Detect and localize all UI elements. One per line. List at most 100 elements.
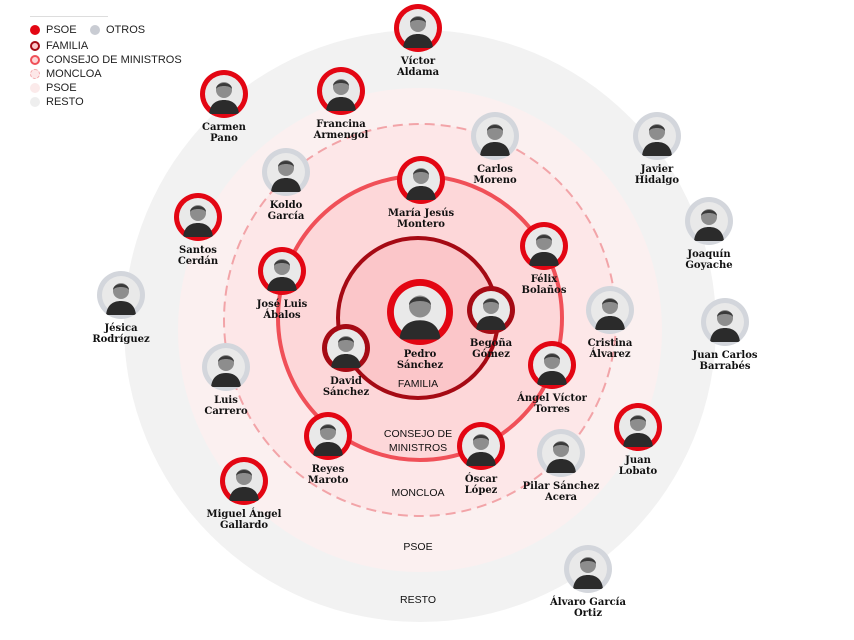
person-silhouette-icon — [542, 434, 580, 473]
legend-label-consejo: CONSEJO DE MINISTROS — [46, 54, 182, 66]
portrait-avatar — [387, 279, 453, 345]
person-silhouette-icon — [399, 9, 437, 48]
legend-label-familia: FAMILIA — [46, 40, 89, 52]
person-silhouette-icon — [225, 462, 263, 501]
legend-label-moncloa: MONCLOA — [46, 68, 102, 80]
legend-item-familia: FAMILIA — [30, 40, 88, 52]
moncloa-swatch-icon — [30, 69, 40, 79]
portrait-avatar — [633, 112, 681, 160]
person-silhouette-icon — [472, 291, 510, 330]
person-silhouette-icon — [179, 198, 217, 237]
person-silhouette-icon — [393, 285, 447, 340]
legend-item-psoe-zone: PSOE — [30, 82, 77, 94]
otros-swatch-icon — [90, 25, 100, 35]
portrait-avatar — [520, 222, 568, 270]
person-silhouette-icon — [102, 276, 140, 315]
portrait-avatar — [200, 70, 248, 118]
portrait-avatar — [614, 403, 662, 451]
legend-label-psoe-zone: PSOE — [46, 82, 77, 94]
portrait-avatar — [322, 324, 370, 372]
portrait-avatar — [586, 286, 634, 334]
portrait-avatar — [394, 4, 442, 52]
person-silhouette-icon — [525, 227, 563, 266]
legend-item-psoe: PSOE — [30, 24, 77, 36]
person-silhouette-icon — [267, 153, 305, 192]
person-silhouette-icon — [619, 408, 657, 447]
legend-item-moncloa: MONCLOA — [30, 68, 102, 80]
person-silhouette-icon — [533, 346, 571, 385]
legend-rule — [30, 16, 108, 17]
person-silhouette-icon — [322, 72, 360, 111]
person-silhouette-icon — [476, 117, 514, 156]
portrait-avatar — [564, 545, 612, 593]
legend-label-psoe: PSOE — [46, 24, 77, 36]
person-silhouette-icon — [569, 550, 607, 589]
person-silhouette-icon — [462, 427, 500, 466]
person-silhouette-icon — [309, 417, 347, 456]
portrait-avatar — [528, 341, 576, 389]
person-silhouette-icon — [638, 117, 676, 156]
portrait-avatar — [202, 343, 250, 391]
portrait-avatar — [174, 193, 222, 241]
person-silhouette-icon — [706, 303, 744, 342]
portrait-avatar — [467, 286, 515, 334]
legend-item-consejo: CONSEJO DE MINISTROS — [30, 54, 182, 66]
person-silhouette-icon — [327, 329, 365, 368]
familia-swatch-icon — [30, 41, 40, 51]
portrait-avatar — [97, 271, 145, 319]
legend-item-resto: RESTO — [30, 96, 84, 108]
zone-label-familia: FAMILIA — [397, 378, 439, 390]
zone-label-psoe: PSOE — [403, 541, 433, 553]
zone-label-resto: RESTO — [400, 594, 436, 606]
legend-label-otros: OTROS — [106, 24, 146, 36]
portrait-avatar — [317, 67, 365, 115]
person-silhouette-icon — [591, 291, 629, 330]
portrait-avatar — [537, 429, 585, 477]
person-silhouette-icon — [690, 202, 728, 241]
portrait-avatar — [220, 457, 268, 505]
resto-swatch-icon — [30, 97, 40, 107]
portrait-avatar — [471, 112, 519, 160]
person-silhouette-icon — [263, 252, 301, 291]
psoe-zone-swatch-icon — [30, 83, 40, 93]
portrait-avatar — [258, 247, 306, 295]
psoe-swatch-icon — [30, 25, 40, 35]
legend-label-resto: RESTO — [46, 96, 84, 108]
portrait-avatar — [457, 422, 505, 470]
portrait-avatar — [685, 197, 733, 245]
zone-label-consejo-line2: MINISTROS — [388, 442, 448, 454]
portrait-avatar — [397, 156, 445, 204]
zone-label-moncloa: MONCLOA — [391, 487, 445, 499]
consejo-swatch-icon — [30, 55, 40, 65]
zone-label-consejo-line1: CONSEJO DE — [383, 428, 453, 440]
legend-item-otros: OTROS — [90, 24, 145, 36]
portrait-avatar — [304, 412, 352, 460]
person-silhouette-icon — [402, 161, 440, 200]
portrait-avatar — [701, 298, 749, 346]
